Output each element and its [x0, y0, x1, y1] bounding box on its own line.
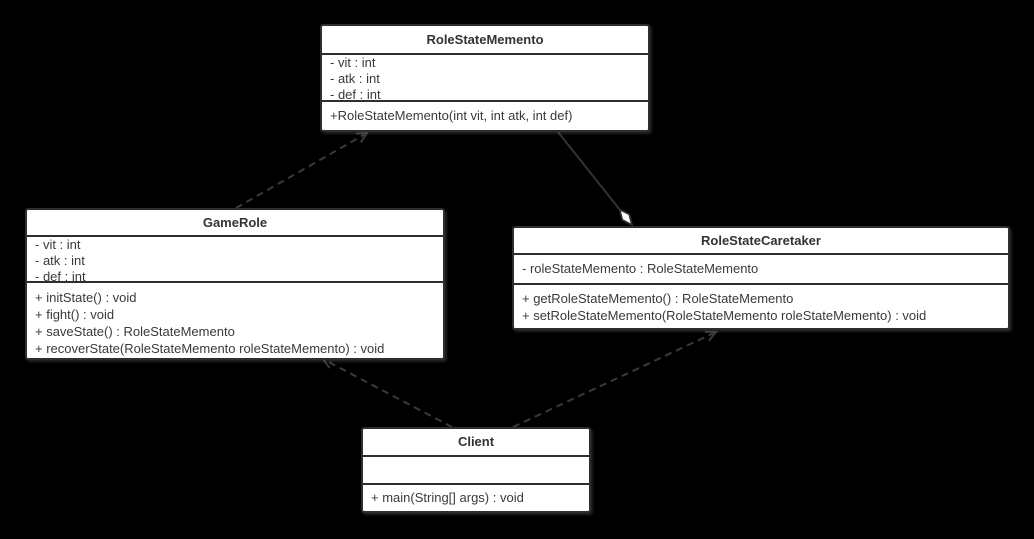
- method: + initState() : void: [35, 290, 137, 305]
- methods-compartment: +RoleStateMemento(int vit, int atk, int …: [322, 100, 648, 130]
- class-title: Client: [457, 434, 495, 449]
- method: + fight() : void: [35, 307, 115, 322]
- method: +RoleStateMemento(int vit, int atk, int …: [330, 108, 573, 123]
- method: + setRoleStateMemento(RoleStateMemento r…: [522, 308, 927, 323]
- attribute: - atk : int: [330, 71, 380, 86]
- attributes-compartment: - roleStateMemento : RoleStateMemento: [514, 253, 1008, 283]
- method: + recoverState(RoleStateMemento roleStat…: [35, 341, 385, 356]
- class-rolestatememento: RoleStateMemento - vit : int - atk : int…: [320, 24, 650, 132]
- dependency-arrow-client-to-gamerole: [321, 357, 453, 428]
- method: + main(String[] args) : void: [371, 490, 524, 505]
- attribute: - atk : int: [35, 253, 85, 268]
- class-title: RoleStateCaretaker: [701, 233, 821, 248]
- attributes-compartment: - vit : int - atk : int - def : int: [27, 235, 443, 281]
- methods-compartment: + getRoleStateMemento() : RoleStateMemen…: [514, 283, 1008, 328]
- dependency-arrow-client-to-rolestatecaretaker: [512, 330, 719, 428]
- attribute: - roleStateMemento : RoleStateMemento: [522, 261, 759, 276]
- aggregation-link-rolestatememento-to-rolestatecaretaker: [557, 131, 632, 225]
- attributes-compartment-empty: [363, 455, 589, 483]
- class-title: GameRole: [202, 215, 268, 230]
- attribute: - def : int: [330, 87, 381, 100]
- class-gamerole: GameRole - vit : int - atk : int - def :…: [25, 208, 445, 360]
- attribute: - vit : int: [330, 55, 376, 70]
- class-rolestatecaretaker: RoleStateCaretaker - roleStateMemento : …: [512, 226, 1010, 330]
- class-title: RoleStateMemento: [426, 32, 544, 47]
- method: + saveState() : RoleStateMemento: [35, 324, 235, 339]
- methods-compartment: + initState() : void + fight() : void + …: [27, 281, 443, 358]
- dependency-arrow-gamerole-to-rolestatememento: [235, 131, 369, 209]
- class-client: Client + main(String[] args) : void: [361, 427, 591, 513]
- attribute: - def : int: [35, 269, 86, 281]
- methods-compartment: + main(String[] args) : void: [363, 483, 589, 511]
- attributes-compartment: - vit : int - atk : int - def : int: [322, 53, 648, 100]
- method: + getRoleStateMemento() : RoleStateMemen…: [522, 291, 794, 306]
- attribute: - vit : int: [35, 237, 81, 252]
